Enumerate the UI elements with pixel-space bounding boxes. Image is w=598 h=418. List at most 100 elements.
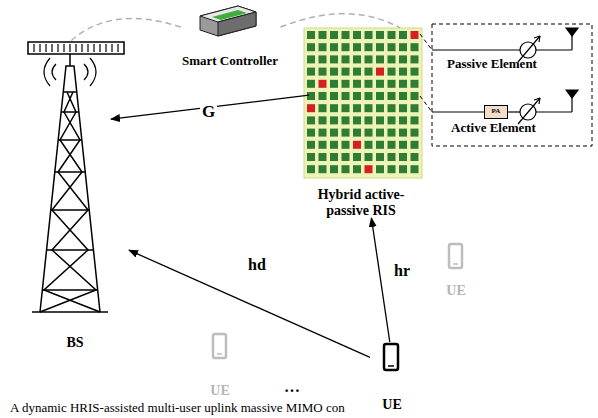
ris-element	[399, 55, 407, 63]
ris-element	[307, 129, 315, 137]
ris-element	[399, 165, 407, 173]
ris-element	[342, 165, 350, 173]
ris-element	[411, 153, 419, 161]
ris-element	[411, 55, 419, 63]
ris-element	[399, 104, 407, 112]
ris-element	[330, 92, 338, 100]
ris-element	[411, 141, 419, 149]
control-link	[69, 18, 181, 42]
ris-element	[319, 55, 327, 63]
detail-box	[420, 24, 592, 146]
ris-panel	[304, 28, 422, 178]
ris-element	[330, 165, 338, 173]
ris-element	[388, 129, 396, 137]
ris-element	[330, 68, 338, 76]
ue-node: UE	[370, 342, 414, 412]
ris-element	[319, 92, 327, 100]
ris-element	[307, 116, 315, 124]
ris-element	[399, 68, 407, 76]
ris-element	[376, 31, 384, 39]
ris-element	[319, 68, 327, 76]
ris-element	[353, 43, 361, 51]
ris-element	[307, 165, 315, 173]
ris-element	[353, 31, 361, 39]
pa-box: PA	[484, 105, 508, 119]
amplifier-label: PA	[492, 108, 501, 116]
ris-element	[342, 116, 350, 124]
ris-element	[411, 68, 419, 76]
ris-element	[388, 55, 396, 63]
ris-element	[353, 68, 361, 76]
ris-element	[353, 153, 361, 161]
ris-element	[353, 80, 361, 88]
ris-element	[411, 129, 419, 137]
ris-element	[376, 165, 384, 173]
ris-element	[411, 80, 419, 88]
channel-label: G	[200, 103, 217, 122]
ris-element	[399, 129, 407, 137]
ris-element	[365, 55, 373, 63]
ris-element	[319, 116, 327, 124]
ris-element	[399, 92, 407, 100]
ris-element	[388, 104, 396, 112]
channel-label: hd	[246, 256, 268, 274]
control-link	[280, 14, 400, 28]
ris-element	[307, 153, 315, 161]
ris-element	[342, 31, 350, 39]
ris-element	[330, 43, 338, 51]
ris-element	[307, 80, 315, 88]
ris-element	[365, 104, 373, 112]
ris-element	[319, 31, 327, 39]
ris-element	[342, 43, 350, 51]
ue-node: UE	[198, 332, 242, 398]
ris-element	[330, 129, 338, 137]
node-label: Hybrid active-passive RIS	[297, 187, 425, 218]
ris-element	[388, 43, 396, 51]
ris-element	[365, 153, 373, 161]
ris-elements	[307, 31, 419, 173]
ris-element	[342, 141, 350, 149]
ris-element	[376, 104, 384, 112]
ue-phone	[213, 334, 226, 358]
ris-element	[365, 92, 373, 100]
ris-element	[330, 153, 338, 161]
ue-node: UE	[434, 242, 478, 298]
ris-element	[365, 31, 373, 39]
ris-element	[353, 92, 361, 100]
ris-element	[376, 80, 384, 88]
ris-element	[376, 153, 384, 161]
channel-arrow	[371, 218, 389, 342]
ris-element	[411, 165, 419, 173]
element-label: Passive Element	[446, 56, 538, 71]
ris-element	[342, 80, 350, 88]
ue-phone	[384, 344, 398, 370]
controller-node: Smart Controller	[160, 2, 300, 68]
ris-node: Hybrid active-passive RIS	[296, 26, 426, 218]
ris-element	[342, 68, 350, 76]
ris-element	[330, 31, 338, 39]
ris-element	[307, 141, 315, 149]
node-label: BS	[66, 335, 83, 350]
ris-element	[307, 68, 315, 76]
ris-element	[388, 31, 396, 39]
ris-element	[399, 43, 407, 51]
ris-element	[388, 68, 396, 76]
ris-element	[353, 141, 361, 149]
ris-element	[330, 104, 338, 112]
ris-element	[376, 43, 384, 51]
ris-element	[353, 55, 361, 63]
ris-element	[376, 68, 384, 76]
node-label: Smart Controller	[182, 54, 278, 68]
ris-element	[353, 165, 361, 173]
controller-icon	[200, 6, 256, 36]
ris-element	[411, 31, 419, 39]
ris-element	[307, 31, 315, 39]
ris-element	[365, 129, 373, 137]
ris-element	[376, 129, 384, 137]
bs-tower	[28, 42, 124, 312]
ris-element	[376, 116, 384, 124]
ris-element	[319, 129, 327, 137]
ris-element	[365, 116, 373, 124]
ris-element	[365, 80, 373, 88]
ris-element	[330, 141, 338, 149]
